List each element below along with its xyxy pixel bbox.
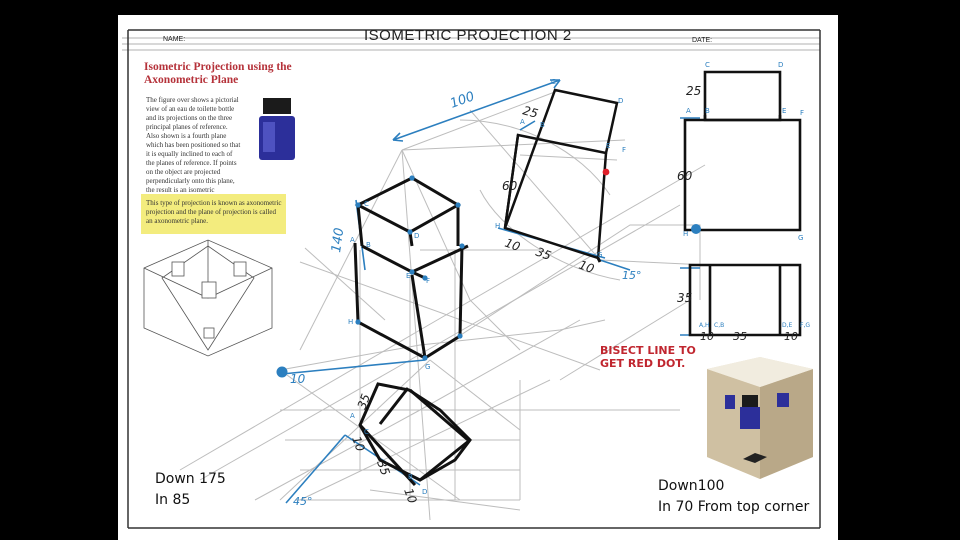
ortho-label-AH: A,H (699, 322, 710, 329)
dim-45-line (285, 434, 346, 504)
ortho-label-H: H (683, 230, 688, 238)
label-A: A (520, 118, 525, 126)
angle-15: 15° (622, 269, 642, 282)
tall-box (353, 242, 464, 360)
dim-ortho-10a: 10 (700, 330, 714, 343)
axonometric-figure (143, 239, 273, 357)
dim-plan-10b: 10 (349, 434, 368, 453)
dim-ortho-60: 60 (677, 169, 693, 183)
dim-100: 100 (448, 89, 476, 112)
point-dot (422, 275, 428, 281)
point-dot (355, 202, 361, 208)
point-dot (409, 269, 415, 275)
date-label: DATE: (692, 37, 713, 44)
textbook-excerpt: Isometric Projection using the Axonometr… (140, 58, 310, 358)
label-G: G (597, 251, 602, 259)
construction-lines (179, 89, 708, 521)
construction-points (276, 175, 701, 378)
down-175-line: Down 175 (155, 471, 226, 487)
in-70-line: In 70 From top corner (658, 499, 810, 515)
point-dot (355, 319, 361, 325)
ortho-label-E: E (782, 107, 786, 115)
in-85-line: In 85 (155, 492, 191, 508)
plan-label-D: D (422, 488, 427, 496)
textbook-heading: Isometric Projection using the Axonometr… (144, 61, 292, 86)
plan-label-C: C (364, 428, 369, 436)
ortho-label-FG: F,G (800, 322, 810, 329)
dim-25: 25 (521, 103, 539, 120)
dim-10-line (281, 359, 426, 375)
label-B2: B (366, 241, 371, 249)
large-point-dot (691, 224, 701, 234)
isometric-solid (353, 88, 619, 360)
point-dot (457, 333, 463, 339)
label-C: C (551, 78, 556, 86)
dim-iso-35: 35 (534, 245, 553, 263)
label-E2: E (406, 272, 410, 280)
label-C2: C (364, 200, 369, 208)
bisect-note: BISECT LINE TO GET RED DOT. (600, 344, 696, 370)
angle-45: 45° (293, 495, 313, 508)
point-labels: A B C D E F H G A B C D E F H G A C B D … (348, 61, 810, 496)
label-D: D (618, 97, 623, 105)
ortho-label-B: B (705, 107, 710, 115)
ortho-label-DE: D,E (782, 322, 793, 329)
red-bisect-dot (602, 168, 610, 176)
plan-label-A: A (350, 412, 355, 420)
point-dot (409, 175, 415, 181)
dim-plan-35: 35 (355, 392, 373, 411)
name-label: NAME: (163, 36, 186, 43)
label-F2: F (426, 277, 430, 285)
down-100-note: Down100 In 70 From top corner (658, 476, 809, 518)
ortho-label-G: G (798, 234, 803, 242)
dim-140: 140 (329, 227, 347, 254)
label-G2: G (425, 363, 430, 371)
down-100-line: Down100 (658, 478, 725, 494)
ortho-label-D: D (778, 61, 783, 69)
large-point-dot (276, 366, 288, 378)
label-H2: H (348, 318, 353, 326)
bottle-image (259, 98, 295, 160)
plan-view (358, 382, 472, 487)
plan-label-B: B (408, 473, 413, 481)
label-E: E (606, 142, 610, 150)
label-D2: D (414, 232, 419, 240)
point-dot (422, 355, 428, 361)
dim-ortho-35b: 35 (733, 330, 747, 343)
ortho-label-A: A (686, 107, 691, 115)
sheet-title: ISOMETRIC PROJECTION 2 (364, 27, 572, 44)
front-view (683, 70, 802, 337)
highlight-text: This type of projection is known as axon… (146, 199, 282, 225)
label-B: B (540, 121, 545, 129)
dim-ortho-35: 35 (677, 291, 692, 305)
down-175-note: Down 175 In 85 (155, 469, 226, 511)
dim-plan-10: 10 (290, 372, 306, 386)
label-H: H (495, 222, 500, 230)
header-lines (122, 29, 821, 529)
highlight-box (141, 194, 286, 234)
dim-100-line (392, 79, 561, 141)
label-F: F (622, 146, 626, 154)
dim-ortho-10b: 10 (784, 330, 798, 343)
ortho-label-C: C (705, 61, 710, 69)
point-dot (407, 229, 413, 235)
dim-60: 60 (502, 179, 518, 193)
dim-plan-35b: 35 (374, 458, 392, 477)
point-dot (455, 202, 461, 208)
dim-ortho-25: 25 (686, 84, 701, 98)
dim-iso-10b: 10 (577, 258, 596, 277)
dim-15-line (599, 259, 631, 271)
dim-iso-10: 10 (503, 236, 522, 255)
point-dot (459, 243, 465, 249)
ortho-label-F: F (800, 109, 804, 117)
dimension-text: 100 25 60 140 10 35 10 15° 10 35 10 35 1… (290, 84, 798, 508)
textbook-paragraph: The figure over shows a pictorial view o… (146, 96, 241, 203)
dim-plan-10c: 10 (401, 486, 420, 505)
label-A2: A (350, 236, 355, 244)
corner-photo (707, 357, 813, 479)
ortho-label-CB: C,B (714, 322, 724, 329)
